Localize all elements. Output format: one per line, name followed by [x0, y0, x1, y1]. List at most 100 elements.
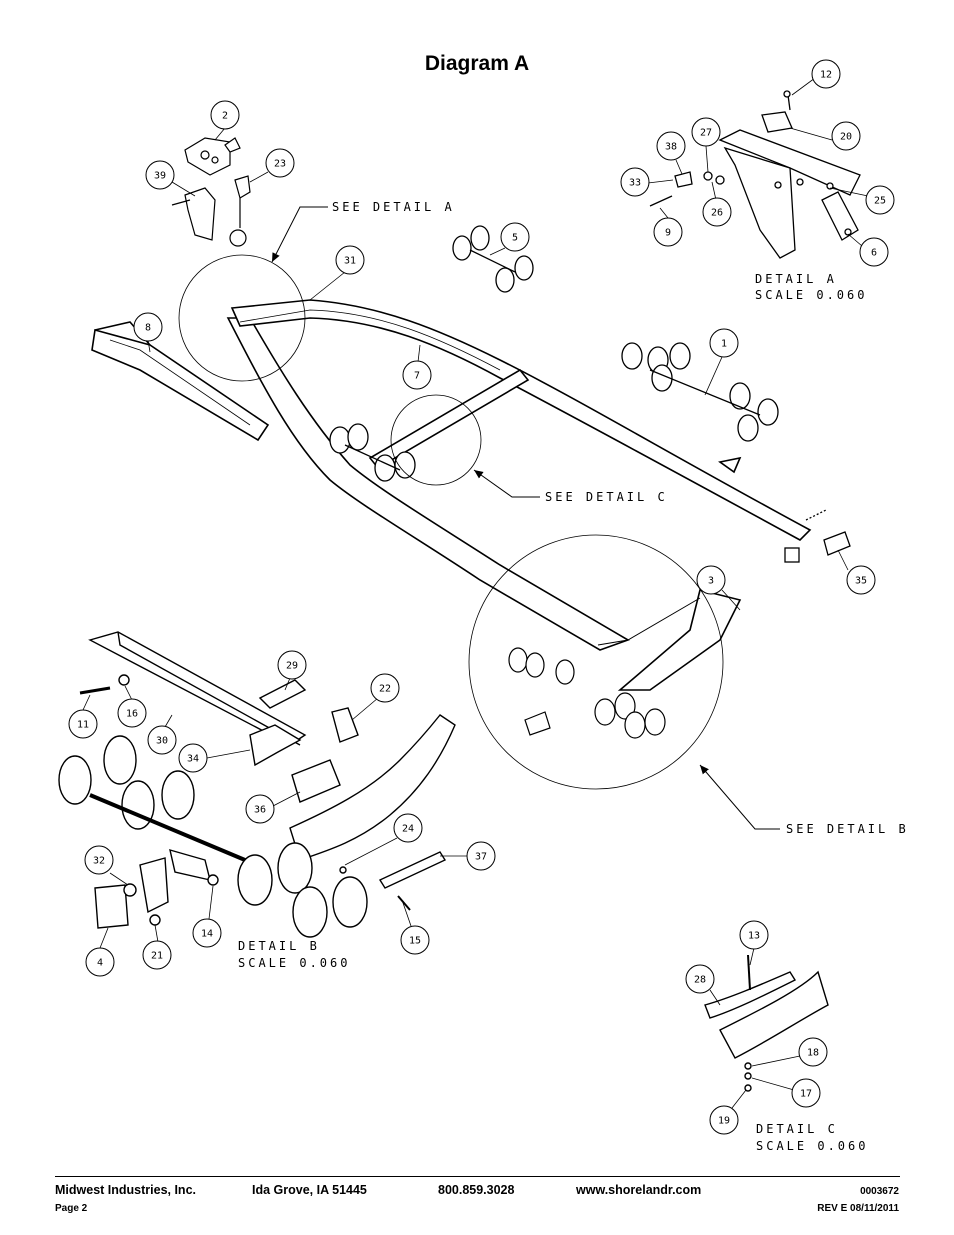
- callout-leader-9: [659, 207, 669, 219]
- callout-number-13: 13: [748, 931, 760, 942]
- detail-a-scale: SCALE 0.060: [755, 288, 867, 302]
- detail-c-label: DETAIL C: [756, 1122, 838, 1136]
- callout-bubble-39: [145, 160, 175, 190]
- callout-leader-28: [709, 989, 721, 1006]
- callout-bubble-23: [265, 148, 295, 178]
- callout-leader-27: [705, 145, 709, 173]
- callout-leader-29: [284, 677, 291, 691]
- callout-leader-4: [99, 927, 109, 949]
- footer-city: Ida Grove, IA 51445: [252, 1183, 367, 1197]
- callout-bubble-28: [685, 964, 715, 994]
- callout-bubble-35: [846, 565, 876, 595]
- callout-number-33: 33: [629, 178, 641, 189]
- footer-divider: [55, 1176, 900, 1177]
- callout-leader-20: [789, 127, 833, 141]
- callout-number-34: 34: [187, 754, 199, 765]
- callout-number-19: 19: [718, 1116, 730, 1127]
- callout-bubble-34: [178, 743, 208, 773]
- callout-leader-11: [82, 694, 91, 711]
- callout-leader-17: [751, 1077, 795, 1091]
- callout-leader-31: [309, 271, 346, 301]
- callout-leader-35: [837, 549, 849, 571]
- callout-number-28: 28: [694, 975, 706, 986]
- callout-bubble-7: [402, 360, 432, 390]
- callout-bubble-27: [691, 117, 721, 147]
- callout-bubble-13: [739, 920, 769, 950]
- pointer-lines: [271, 206, 780, 830]
- callout-leader-13: [749, 947, 755, 966]
- callout-number-11: 11: [77, 720, 89, 731]
- callout-leader-18: [751, 1055, 801, 1067]
- callout-number-36: 36: [254, 805, 266, 816]
- callouts: 2392331512202738332692568713532922111630…: [68, 59, 895, 1135]
- rear-parts-item-35: [784, 509, 851, 563]
- see-detail-a-label: SEE DETAIL A: [332, 200, 455, 214]
- callout-bubble-9: [653, 217, 683, 247]
- callout-number-32: 32: [93, 856, 105, 867]
- callout-leader-8: [147, 339, 151, 353]
- callout-leader-5: [489, 247, 506, 256]
- callout-bubble-21: [142, 940, 172, 970]
- callout-number-7: 7: [414, 371, 420, 382]
- detail-c-scale: SCALE 0.060: [756, 1139, 868, 1153]
- callout-number-26: 26: [711, 208, 723, 219]
- callout-leader-24: [344, 837, 398, 866]
- callout-bubble-25: [865, 185, 895, 215]
- page-title: Diagram A: [424, 52, 530, 75]
- callout-leader-36: [272, 791, 301, 807]
- callout-number-6: 6: [871, 248, 877, 259]
- callout-leader-32: [109, 872, 129, 886]
- callout-bubble-14: [192, 918, 222, 948]
- callout-number-16: 16: [126, 709, 138, 720]
- callout-leader-1: [704, 356, 723, 396]
- callout-bubble-2: [210, 100, 240, 130]
- callout-bubble-38: [656, 131, 686, 161]
- detail-circle-c: [390, 394, 482, 486]
- callout-number-21: 21: [151, 951, 163, 962]
- callout-leader-14: [208, 885, 214, 920]
- callout-number-9: 9: [665, 228, 671, 239]
- callout-leader-2: [214, 127, 226, 141]
- callout-number-31: 31: [344, 256, 356, 267]
- callout-number-25: 25: [874, 196, 886, 207]
- footer-page: Page 2: [55, 1203, 88, 1214]
- callout-bubble-3: [696, 565, 726, 595]
- callout-number-30: 30: [156, 736, 168, 747]
- callout-number-8: 8: [145, 323, 151, 334]
- footer-revision: REV E 08/11/2011: [817, 1203, 899, 1214]
- callout-leader-39: [171, 181, 196, 197]
- footer-website: www.shorelandr.com: [576, 1183, 702, 1197]
- callout-bubble-8: [133, 312, 163, 342]
- callout-bubble-24: [393, 813, 423, 843]
- callout-bubble-22: [370, 673, 400, 703]
- detail-circle-b: [468, 534, 724, 790]
- detail-a-label: DETAIL A: [755, 272, 837, 286]
- callout-bubble-37: [466, 841, 496, 871]
- detail-b-drawing: [58, 631, 456, 938]
- callout-number-27: 27: [700, 128, 712, 139]
- callout-number-35: 35: [855, 576, 867, 587]
- see-detail-c-label: SEE DETAIL C: [545, 490, 668, 504]
- callout-leader-34: [206, 749, 251, 759]
- callout-number-38: 38: [665, 142, 677, 153]
- winch-post-parts: [171, 137, 251, 247]
- callout-number-1: 1: [721, 339, 727, 350]
- callout-bubble-4: [85, 947, 115, 977]
- callout-number-18: 18: [807, 1048, 819, 1059]
- footer-phone: 800.859.3028: [438, 1183, 515, 1197]
- callout-leader-25: [829, 187, 869, 197]
- footer-part-number: 0003672: [860, 1186, 899, 1197]
- see-detail-b-label: SEE DETAIL B: [786, 822, 909, 836]
- callout-leader-38: [675, 159, 683, 175]
- callout-bubble-6: [859, 237, 889, 267]
- callout-number-2: 2: [222, 111, 228, 122]
- roller-assembly-center: [329, 423, 416, 482]
- roller-assembly-item-5: [452, 225, 534, 293]
- detail-b-label: DETAIL B: [238, 939, 320, 953]
- roller-assembly-item-1: [621, 342, 779, 442]
- callout-leader-19: [731, 1089, 747, 1109]
- callout-bubble-11: [68, 709, 98, 739]
- trailer-frame: [91, 299, 812, 691]
- callout-bubble-12: [811, 59, 841, 89]
- callout-number-39: 39: [154, 171, 166, 182]
